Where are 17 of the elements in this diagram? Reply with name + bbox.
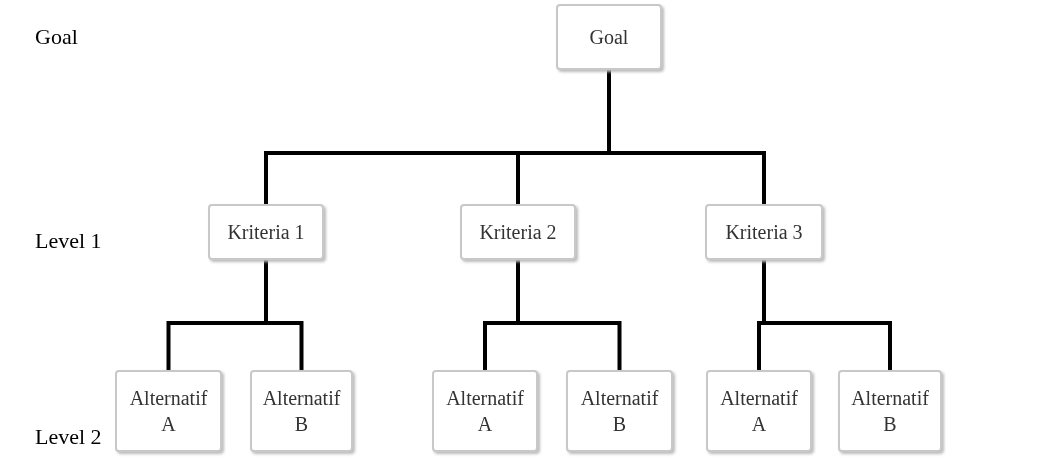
connector-line [516,260,622,370]
level-label: Goal [35,24,78,50]
connector-line [264,260,304,370]
goal-box: Goal [556,4,662,70]
connector-line [762,260,892,370]
alternative-box: Alternatif B [566,370,673,452]
criteria-box: Kriteria 1 [208,204,324,260]
connector-line [607,70,766,204]
alternative-box: Alternatif A [115,370,222,452]
level-label: Level 1 [35,228,102,254]
criteria-box: Kriteria 3 [705,204,823,260]
alternative-box: Alternatif A [432,370,538,452]
criteria-box: Kriteria 2 [460,204,576,260]
level-label: Level 2 [35,424,102,450]
alternative-box: Alternatif A [706,370,812,452]
alternative-box: Alternatif B [838,370,942,452]
alternative-box: Alternatif B [250,370,353,452]
